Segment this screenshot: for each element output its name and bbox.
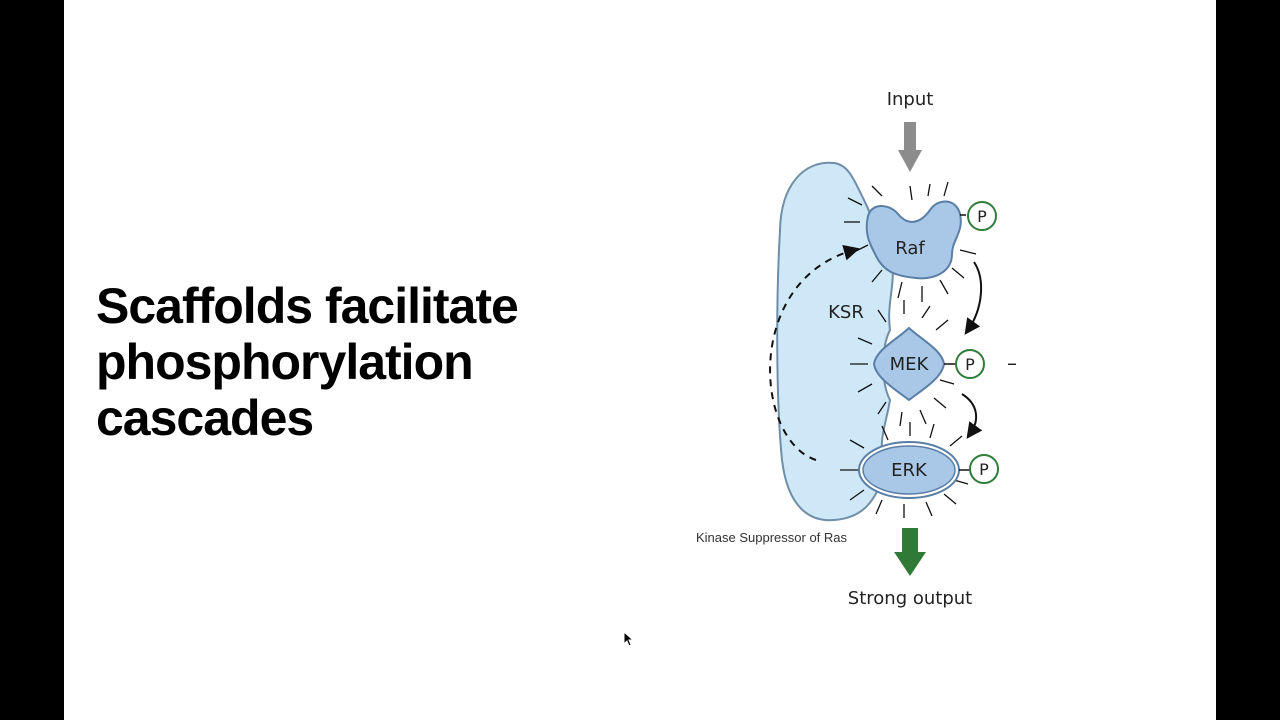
raf-kinase: Raf [844,181,977,302]
mek-phospho-label: P [965,355,975,374]
ksr-caption: Kinase Suppressor of Ras [696,530,848,545]
mouse-cursor-icon [624,632,635,647]
mek-label: MEK [890,354,930,375]
erk-phospho-badge: P [969,454,999,484]
raf-activity-rays [844,181,977,302]
erk-activity-rays [840,422,969,518]
input-label: Input [887,89,934,110]
ksr-label: KSR [828,302,864,323]
input-arrow [898,122,922,172]
title-line-2: phosphorylation [96,334,474,390]
feedback-dashed-arrow [769,244,860,461]
title-line-1: Scaffolds facilitate [96,278,519,334]
output-label: Strong output [848,588,972,609]
mek-activity-rays [850,300,955,427]
slide: Scaffolds facilitate phosphorylation cas… [64,0,1216,720]
raf-label: Raf [895,238,925,259]
output-arrow [894,528,926,576]
minus-sign: – [1007,351,1017,375]
mek-phospho-badge: P [955,349,985,379]
mek-to-erk-arrow [961,393,983,439]
erk-phospho-label: P [979,460,989,479]
raf-phospho-badge: P [967,201,997,231]
raf-to-mek-arrow [964,261,983,335]
slide-title: Scaffolds facilitate phosphorylation cas… [96,278,656,446]
raf-phospho-label: P [977,207,987,226]
erk-label: ERK [891,460,928,481]
title-line-3: cascades [96,390,314,446]
mek-kinase: MEK [850,300,955,427]
erk-kinase: ERK [840,422,969,518]
ksr-scaffold-diagram: Raf P MEK [769,89,1017,609]
